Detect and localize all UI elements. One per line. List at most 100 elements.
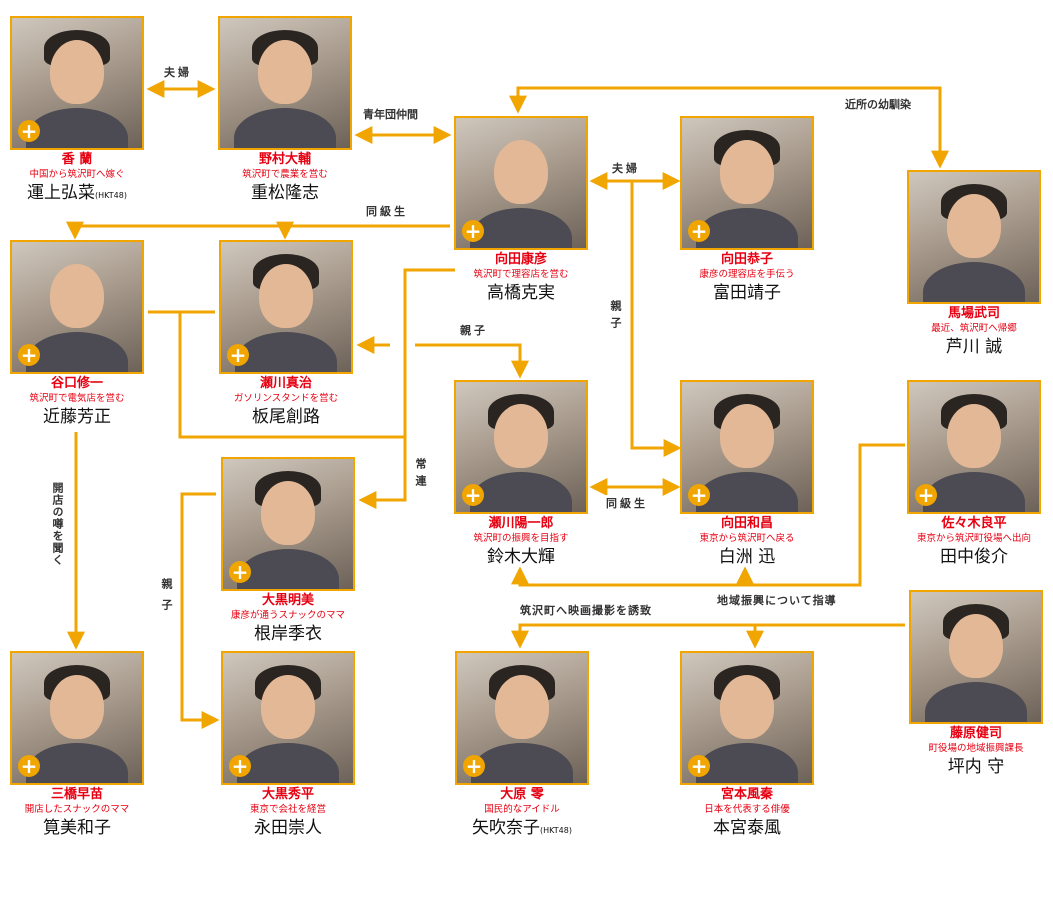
relation-label: 地域振興について指導 <box>717 592 837 608</box>
character-card-mukaida-kyoko: + 向田恭子 康彦の理容店を手伝う 富田靖子 <box>680 116 814 304</box>
actor-name: 永田崇人 <box>254 818 322 838</box>
character-photo: + <box>221 651 355 785</box>
character-card-oguro-shuhei: + 大黒秀平 東京で会社を経営 永田崇人 <box>221 651 355 839</box>
plus-icon[interactable]: + <box>18 344 40 366</box>
actor-name: 近藤芳正 <box>43 407 111 427</box>
character-role: 宮本風秦 <box>720 787 773 802</box>
character-role: 大黒明美 <box>261 593 314 608</box>
actor-name: 根岸季衣 <box>254 624 322 644</box>
link-shinji-yoichiro <box>415 343 529 379</box>
character-role: 大黒秀平 <box>261 787 314 802</box>
character-photo: + <box>454 116 588 250</box>
actor-name: 白洲 迅 <box>718 547 776 567</box>
actor-name: 筧美和子 <box>43 818 111 838</box>
character-description: 康彦の理容店を手伝う <box>699 269 795 280</box>
character-role: 馬場武司 <box>947 306 1000 321</box>
plus-icon[interactable]: + <box>915 484 937 506</box>
character-photo: + <box>680 380 814 514</box>
character-card-nomura: 野村大輔 筑沢町で農業を営む 重松隆志 <box>218 16 352 204</box>
character-role: 瀬川真治 <box>259 376 312 391</box>
character-role: 佐々木良平 <box>941 516 1007 531</box>
link-akemi-shuhei <box>180 492 220 729</box>
character-role: 瀬川陽一郎 <box>488 516 554 531</box>
character-photo: + <box>454 380 588 514</box>
character-description: 国民的なアイドル <box>484 804 560 815</box>
actor-name: 坪内 守 <box>947 757 1005 777</box>
character-card-kohran: + 香 蘭 中国から筑沢町へ嫁ぐ 運上弘菜(HKT48) <box>10 16 144 207</box>
plus-icon[interactable]: + <box>688 220 710 242</box>
character-card-oguro-akemi: + 大黒明美 康彦が通うスナックのママ 根岸季衣 <box>221 457 355 645</box>
plus-icon[interactable]: + <box>18 120 40 142</box>
character-photo <box>218 16 352 150</box>
actor-name: 矢吹奈子(HKT48) <box>472 818 572 838</box>
plus-icon[interactable]: + <box>229 561 251 583</box>
link-sasaki-yoichiro <box>511 443 905 587</box>
relation-label: 親子 <box>158 576 174 622</box>
character-role: 野村大輔 <box>258 152 311 167</box>
link-yasuhiko-baba <box>509 86 949 169</box>
character-description: ガソリンスタンドを営む <box>233 393 339 404</box>
character-role: 向田康彦 <box>494 252 547 267</box>
actor-name: 芦川 誠 <box>945 337 1003 357</box>
character-role: 谷口修一 <box>50 376 103 391</box>
plus-icon[interactable]: + <box>688 755 710 777</box>
character-photo: + <box>907 380 1041 514</box>
plus-icon[interactable]: + <box>463 755 485 777</box>
relation-label: 夫婦 <box>164 64 192 80</box>
character-description: 日本を代表する俳優 <box>704 804 790 815</box>
character-description: 東京から筑沢町へ戻る <box>699 533 795 544</box>
character-card-ohara: + 大原 零 国民的なアイドル 矢吹奈子(HKT48) <box>455 651 589 842</box>
character-card-miyamoto: + 宮本風秦 日本を代表する俳優 本宮泰風 <box>680 651 814 839</box>
character-photo: + <box>221 457 355 591</box>
relation-label: 常連 <box>412 456 428 494</box>
character-role: 三橋早苗 <box>50 787 103 802</box>
relation-label: 同級生 <box>606 495 648 511</box>
character-photo: + <box>10 240 144 374</box>
relation-label: 近所の幼馴染 <box>845 96 911 112</box>
character-card-mitsuhashi: + 三橋早苗 開店したスナックのママ 筧美和子 <box>10 651 144 839</box>
actor-name: 鈴木大輝 <box>487 547 555 567</box>
character-description: 町役場の地域振興課長 <box>928 743 1024 754</box>
plus-icon[interactable]: + <box>227 344 249 366</box>
character-photo: + <box>10 16 144 150</box>
character-photo: + <box>680 116 814 250</box>
plus-icon[interactable]: + <box>462 220 484 242</box>
link-classmates <box>73 224 450 236</box>
character-photo: + <box>10 651 144 785</box>
link-yasuhiko-kazumasa <box>630 181 682 457</box>
relation-label: 青年団仲間 <box>363 106 418 122</box>
character-card-mukaida-kazumasa: + 向田和昌 東京から筑沢町へ戻る 白洲 迅 <box>680 380 814 568</box>
character-card-sasaki: + 佐々木良平 東京から筑沢町役場へ出向 田中俊介 <box>907 380 1041 568</box>
character-photo: + <box>219 240 353 374</box>
plus-icon[interactable]: + <box>18 755 40 777</box>
character-role: 大原 零 <box>500 787 544 802</box>
character-role: 藤原健司 <box>949 726 1002 741</box>
character-description: 最近、筑沢町へ帰郷 <box>931 323 1017 334</box>
character-card-taniguchi: + 谷口修一 筑沢町で電気店を営む 近藤芳正 <box>10 240 144 428</box>
actor-name: 高橋克実 <box>487 283 555 303</box>
character-description: 筑沢町の振興を目指す <box>473 533 569 544</box>
character-description: 筑沢町で理容店を営む <box>473 269 569 280</box>
character-card-segawa-shinji: + 瀬川真治 ガソリンスタンドを営む 板尾創路 <box>219 240 353 428</box>
relation-label: 同級生 <box>366 203 408 219</box>
character-role: 向田恭子 <box>720 252 773 267</box>
character-photo: + <box>680 651 814 785</box>
relation-label: 夫婦 <box>612 160 640 176</box>
character-role: 香 蘭 <box>61 152 93 167</box>
actor-name: 運上弘菜(HKT48) <box>27 183 127 203</box>
character-photo: + <box>455 651 589 785</box>
plus-icon[interactable]: + <box>462 484 484 506</box>
plus-icon[interactable]: + <box>229 755 251 777</box>
relation-label: 筑沢町へ映画撮影を誘致 <box>520 602 652 618</box>
relation-label: 開店の噂を聞く <box>49 480 65 568</box>
actor-name: 板尾創路 <box>252 407 320 427</box>
character-photo <box>907 170 1041 304</box>
actor-name: 重松隆志 <box>251 183 319 203</box>
actor-name: 本宮泰風 <box>713 818 781 838</box>
plus-icon[interactable]: + <box>688 484 710 506</box>
character-card-baba: 馬場武司 最近、筑沢町へ帰郷 芦川 誠 <box>907 170 1041 358</box>
character-description: 筑沢町で農業を営む <box>242 169 328 180</box>
character-card-segawa-yoichiro: + 瀬川陽一郎 筑沢町の振興を目指す 鈴木大輝 <box>454 380 588 568</box>
character-role: 向田和昌 <box>720 516 773 531</box>
